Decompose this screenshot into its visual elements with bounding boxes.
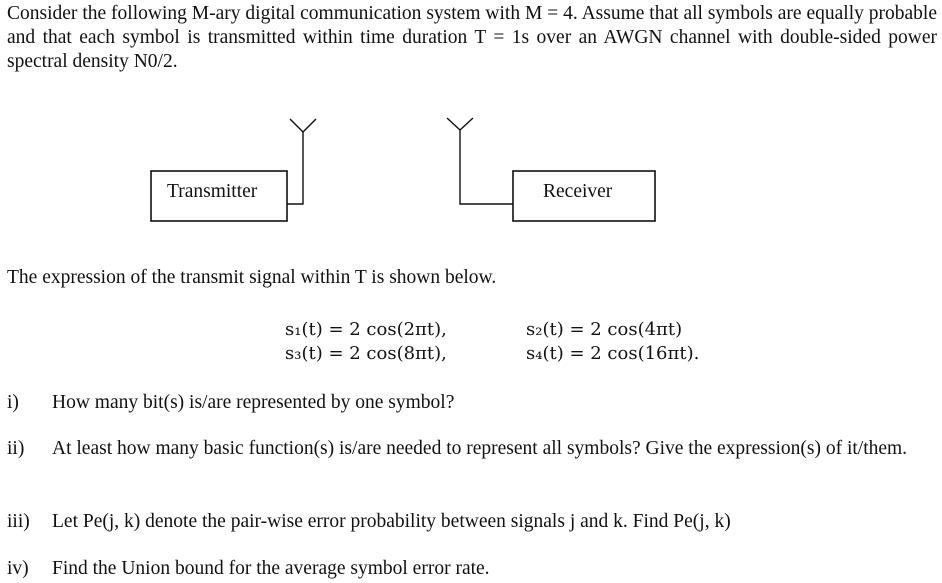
transmitter-label: Transmitter: [167, 181, 258, 202]
signal-intro-text: The expression of the transmit signal wi…: [7, 267, 497, 288]
question-2: ii) At least how many basic function(s) …: [7, 437, 937, 485]
equation-s4: s₄(t) = 2 cos(16πt).: [526, 343, 700, 364]
question-4: iv) Find the Union bound for the average…: [7, 557, 937, 581]
question-1: i) How many bit(s) is/are represented by…: [7, 391, 937, 415]
receiver-box: [512, 170, 656, 222]
equation-s1: s₁(t) = 2 cos(2πt),: [285, 319, 447, 340]
system-diagram: [150, 117, 656, 222]
question-text: Find the Union bound for the average sym…: [52, 558, 490, 579]
question-3: iii) Let Pe(j, k) denote the pair-wise e…: [7, 510, 937, 534]
question-number: i): [7, 392, 19, 413]
question-number: iv): [7, 558, 29, 579]
receiver-antenna-icon: [446, 117, 513, 205]
question-number: iii): [7, 511, 30, 532]
transmitter-box: [150, 170, 288, 222]
intro-paragraph: Consider the following M-ary digital com…: [7, 3, 937, 72]
transmitter-antenna-icon: [287, 118, 317, 205]
equation-s2: s₂(t) = 2 cos(4πt): [526, 319, 683, 340]
question-number: ii): [7, 438, 25, 459]
question-text: Let Pe(j, k) denote the pair-wise error …: [52, 511, 731, 532]
question-text: How many bit(s) is/are represented by on…: [52, 392, 455, 413]
equation-s3: s₃(t) = 2 cos(8πt),: [285, 343, 447, 364]
receiver-label: Receiver: [543, 181, 613, 202]
question-text: At least how many basic function(s) is/a…: [52, 438, 908, 459]
